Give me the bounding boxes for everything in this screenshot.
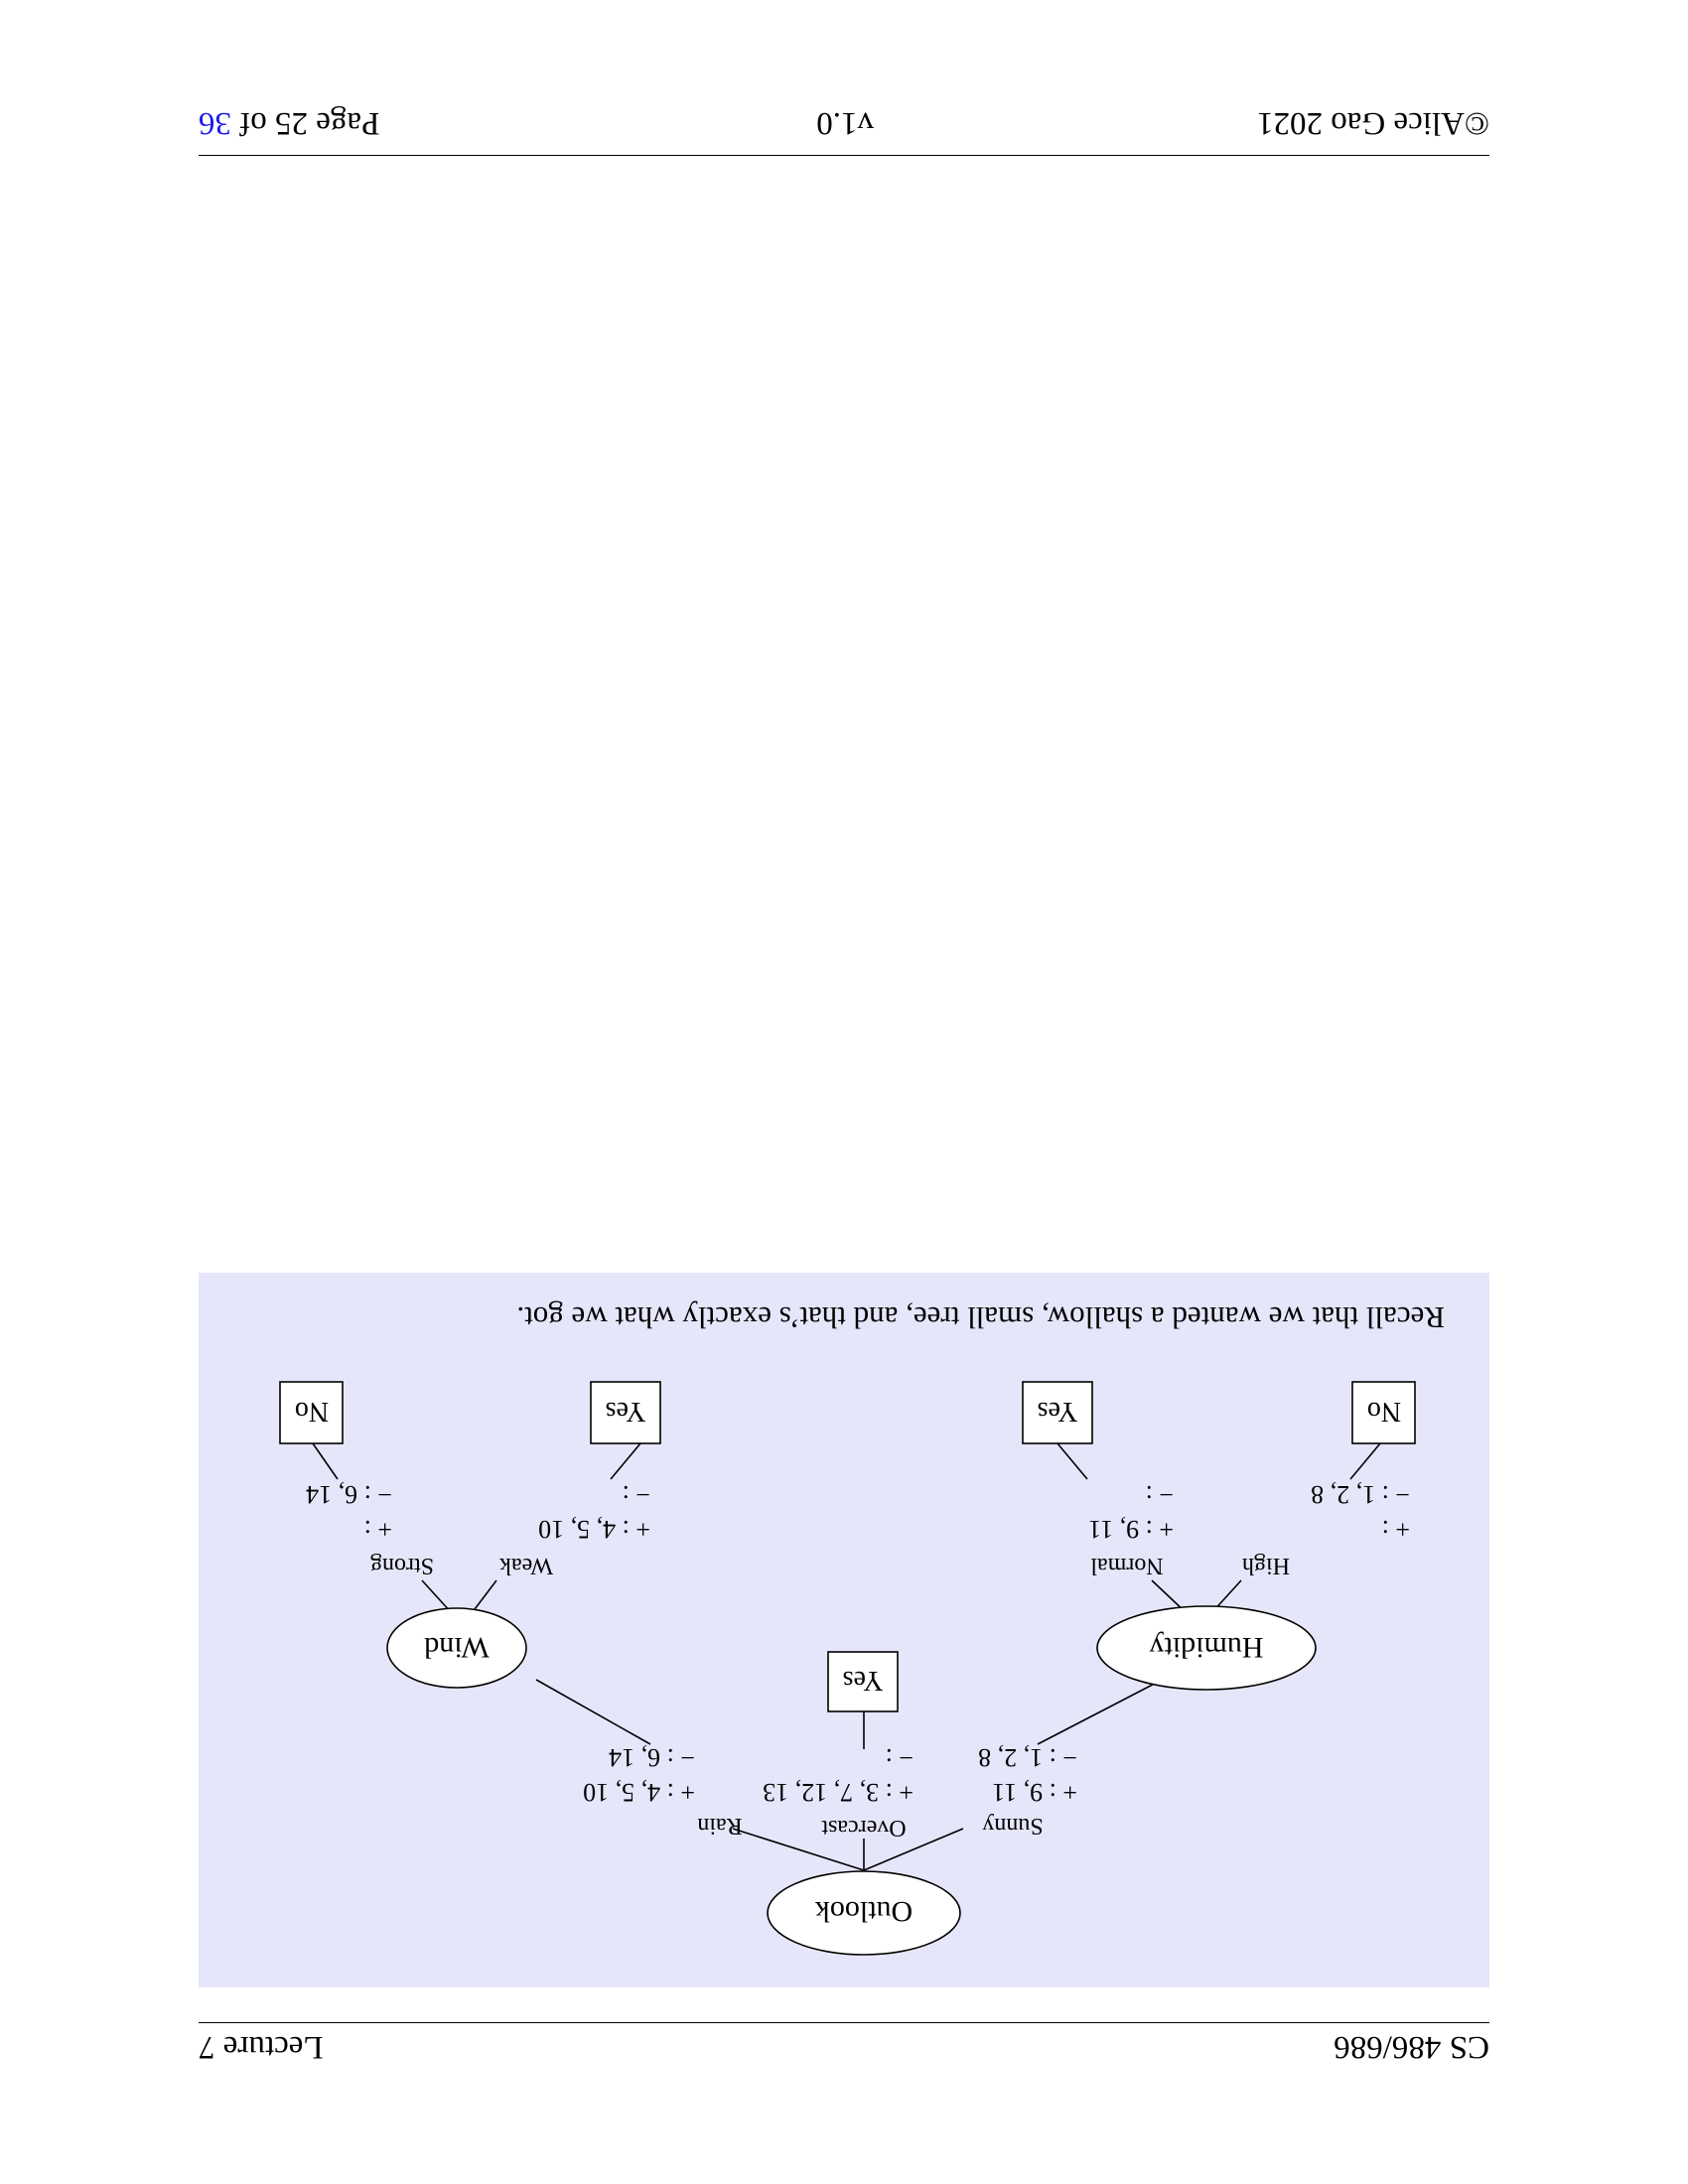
leaf-high-no [1351, 1381, 1416, 1444]
edge-normal-yes [1056, 1442, 1088, 1480]
node-outlook [767, 1870, 961, 1956]
page-total-link[interactable]: 36 [199, 105, 231, 141]
branch-strong: Strong [370, 1553, 434, 1578]
leaf-normal-yes-label: Yes [1038, 1396, 1078, 1427]
leaf-high-no-label: No [1367, 1396, 1401, 1427]
weak-plus: + : 4, 5, 10 [538, 1515, 650, 1544]
weak-minus: − : [623, 1480, 650, 1509]
page-number: Page 25 of 36 [199, 105, 380, 141]
header-rule [199, 2022, 1489, 2023]
caption: Recall that we wanted a shallow, small t… [516, 1300, 1445, 1335]
strong-minus: − : 6, 14 [306, 1480, 392, 1509]
branch-weak: Weak [499, 1553, 553, 1578]
edge-wind-weak [471, 1579, 497, 1614]
edge-strong-no [312, 1442, 339, 1480]
strong-plus: + : [364, 1515, 392, 1544]
edge-root-sunny [863, 1828, 964, 1871]
edge-rain-wind [535, 1679, 651, 1745]
rain-minus: − : 6, 14 [609, 1743, 695, 1772]
branch-overcast: Overcast [821, 1815, 907, 1841]
normal-minus: − : [1146, 1480, 1174, 1509]
branch-normal: Normal [1090, 1553, 1164, 1578]
lecture-label: Lecture 7 [199, 2029, 324, 2065]
leaf-overcast-yes [827, 1651, 899, 1712]
edge-wind-strong [421, 1579, 453, 1614]
branch-rain: Rain [697, 1813, 742, 1839]
node-humidity-label: Humidity [1149, 1631, 1263, 1664]
decision-tree: Outlook Sunny Overcast Rain + : 9, 11 − … [279, 1300, 1445, 1956]
node-wind [386, 1607, 527, 1689]
branch-sunny: Sunny [982, 1813, 1043, 1839]
copyright: ©Alice Gao 2021 [1256, 105, 1489, 141]
leaf-strong-no-label: No [295, 1396, 329, 1427]
edge-root-rain [732, 1828, 865, 1871]
leaf-weak-yes-label: Yes [606, 1396, 646, 1427]
sunny-plus: + : 9, 11 [992, 1778, 1077, 1807]
leaf-strong-no [279, 1381, 344, 1444]
leaf-overcast-yes-label: Yes [843, 1665, 884, 1696]
course-code: CS 486/686 [1334, 2029, 1489, 2065]
node-humidity [1096, 1605, 1317, 1691]
edge-weak-yes [610, 1442, 641, 1480]
overcast-plus: + : 3, 7, 12, 13 [763, 1778, 914, 1807]
edge-sunny-humidity [1037, 1674, 1173, 1745]
high-plus: + : [1382, 1515, 1410, 1544]
edge-high-no [1349, 1442, 1381, 1480]
page-prefix: Page 25 of [239, 105, 380, 141]
leaf-weak-yes [590, 1381, 661, 1444]
rain-plus: + : 4, 5, 10 [583, 1778, 695, 1807]
sunny-minus: − : 1, 2, 8 [978, 1743, 1077, 1772]
version: v1.0 [816, 105, 874, 141]
overcast-minus: − : [886, 1743, 914, 1772]
leaf-normal-yes [1022, 1381, 1093, 1444]
footer-rule [199, 155, 1489, 156]
normal-plus: + : 9, 11 [1088, 1515, 1174, 1544]
branch-high: High [1242, 1553, 1290, 1578]
node-outlook-label: Outlook [815, 1895, 913, 1928]
high-minus: − : 1, 2, 8 [1311, 1480, 1410, 1509]
node-wind-label: Wind [424, 1631, 489, 1664]
highlight-box: Outlook Sunny Overcast Rain + : 9, 11 − … [199, 1273, 1489, 1987]
